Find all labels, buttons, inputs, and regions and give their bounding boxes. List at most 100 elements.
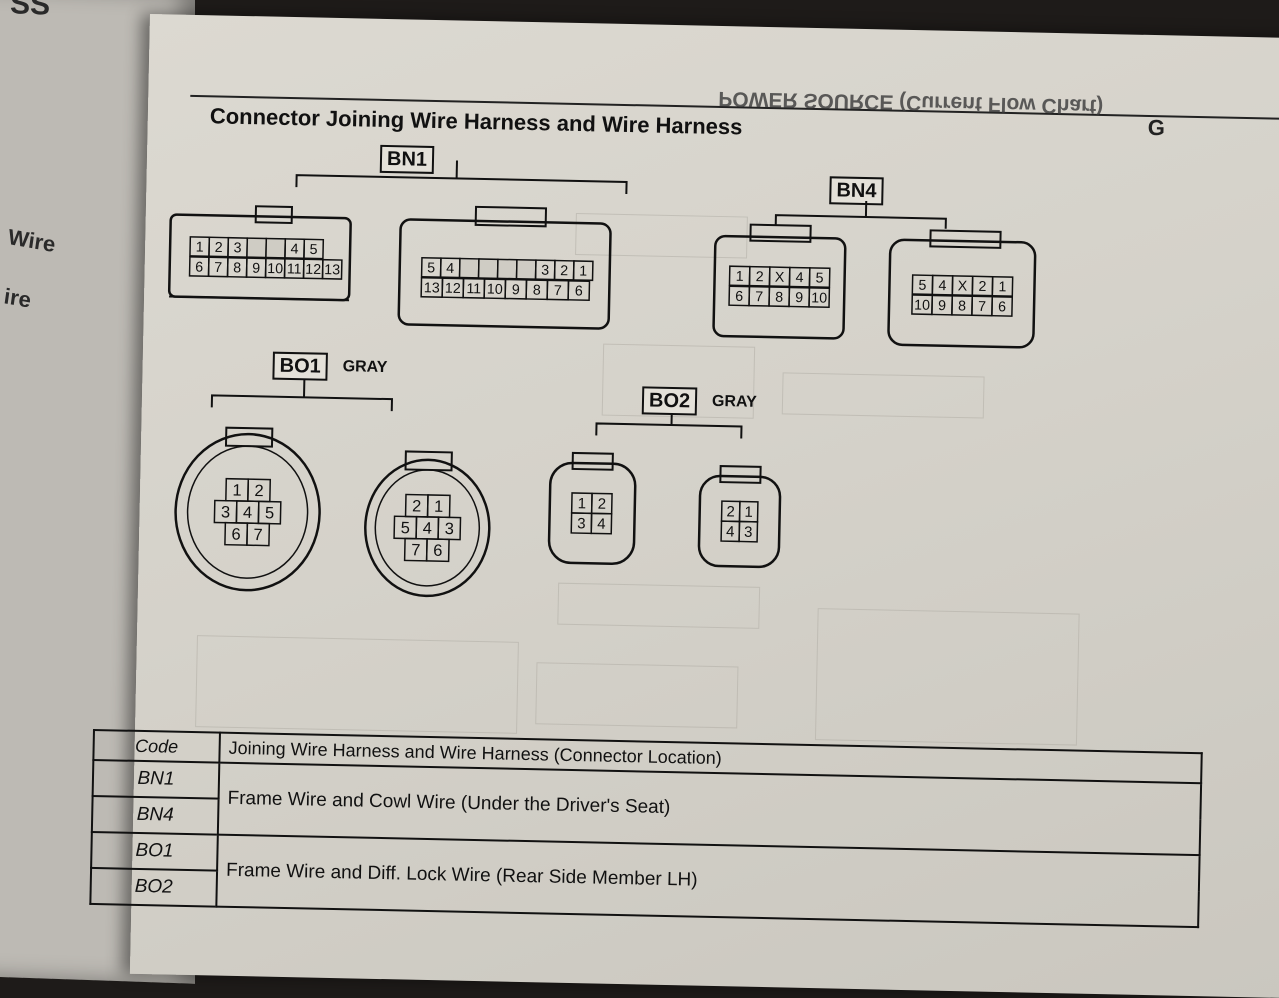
pin-number: 1 xyxy=(577,495,586,512)
pin-number: 3 xyxy=(221,503,231,521)
pin-number: 2 xyxy=(978,279,986,295)
pin-number: 8 xyxy=(958,298,966,314)
pin-number: 4 xyxy=(795,270,803,286)
pin-number: 2 xyxy=(560,263,568,279)
pin-number: 10 xyxy=(267,261,283,277)
pin-cell xyxy=(479,259,498,278)
pin-cell xyxy=(247,238,266,257)
pin-number: 2 xyxy=(755,269,763,285)
pin-number: 4 xyxy=(726,523,735,540)
header-code: Code xyxy=(93,730,220,763)
pin-number: 1 xyxy=(232,482,242,500)
pin-number: 12 xyxy=(445,281,461,297)
pin-number: 4 xyxy=(938,278,946,294)
pin-number: 11 xyxy=(466,281,481,297)
pin-number: 6 xyxy=(998,299,1006,315)
left-page-fragment: Wire xyxy=(6,224,57,258)
pin-number: 7 xyxy=(214,260,222,276)
pin-number: 10 xyxy=(487,282,503,298)
pin-cell xyxy=(517,260,536,279)
pin-number: 13 xyxy=(424,280,440,296)
pin-number: 2 xyxy=(214,240,222,256)
pin-number: 3 xyxy=(233,240,241,256)
pin-number: 7 xyxy=(554,283,562,299)
pin-number: 1 xyxy=(434,498,444,516)
pin-number: 1 xyxy=(998,279,1006,295)
code-cell: BO1 xyxy=(91,832,218,871)
pin-number: 4 xyxy=(423,520,433,538)
connector-location-table: Code Joining Wire Harness and Wire Harne… xyxy=(89,729,1202,928)
pin-number: 9 xyxy=(512,282,520,298)
pin-number: 2 xyxy=(597,496,606,513)
code-cell: BO2 xyxy=(90,868,217,907)
pin-number: 2 xyxy=(412,497,422,515)
pin-number: 5 xyxy=(918,278,926,294)
pin-number: X xyxy=(958,278,968,294)
pin-number: 1 xyxy=(744,504,753,521)
bo1-bracket xyxy=(212,395,392,411)
pin-number: 9 xyxy=(938,298,946,314)
pin-number: 7 xyxy=(978,299,986,315)
pin-number: 8 xyxy=(533,283,541,299)
pin-number: 5 xyxy=(309,242,317,258)
pin-number: 6 xyxy=(231,526,241,544)
pin-number: 5 xyxy=(815,270,823,286)
pin-cell xyxy=(498,259,517,278)
pin-number: 1 xyxy=(735,269,743,285)
pin-number: 7 xyxy=(411,541,421,559)
pin-number: 3 xyxy=(577,515,586,532)
pin-number: 5 xyxy=(427,260,435,276)
pin-number: 12 xyxy=(305,262,321,278)
pin-number: 5 xyxy=(265,504,275,522)
pin-number: 1 xyxy=(195,239,203,255)
pin-number: 7 xyxy=(755,289,763,305)
pin-number: 2 xyxy=(726,503,735,520)
pin-cell xyxy=(266,238,285,257)
pin-number: 7 xyxy=(253,526,263,544)
pin-number: 3 xyxy=(541,263,549,279)
pin-number: 10 xyxy=(914,298,930,314)
pin-number: 6 xyxy=(433,542,443,560)
pin-number: 6 xyxy=(575,283,583,299)
pin-number: 9 xyxy=(252,261,260,277)
pin-number: 4 xyxy=(290,241,298,257)
pin-cell xyxy=(460,259,479,278)
pin-number: 6 xyxy=(735,289,743,305)
pin-number: 5 xyxy=(401,519,411,537)
bo2-bracket xyxy=(596,423,741,438)
code-cell: BN4 xyxy=(92,796,219,835)
bn1-bracket xyxy=(296,175,626,194)
pin-number: 1 xyxy=(579,263,587,279)
pin-number: 9 xyxy=(795,290,803,306)
pin-number: X xyxy=(775,270,785,286)
pin-number: 4 xyxy=(597,516,606,533)
pin-number: 3 xyxy=(744,524,753,541)
pin-number: 10 xyxy=(811,290,827,306)
pin-number: 4 xyxy=(446,261,454,277)
left-page-fragment: SS xyxy=(10,0,50,23)
pin-number: 8 xyxy=(233,260,241,276)
pin-number: 3 xyxy=(444,520,454,538)
code-cell: BN1 xyxy=(93,760,220,799)
left-page-fragment: ire xyxy=(2,283,32,313)
pin-number: 2 xyxy=(254,482,264,500)
pin-number: 13 xyxy=(324,262,340,278)
pin-number: 4 xyxy=(243,504,253,522)
